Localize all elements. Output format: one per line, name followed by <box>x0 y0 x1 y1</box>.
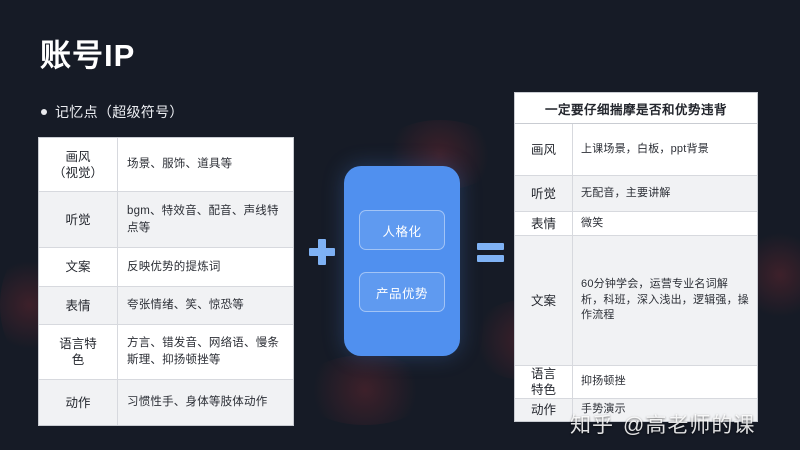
row-key: 语言 特色 <box>515 366 573 398</box>
row-value: 夸张情绪、笑、惊恐等 <box>127 299 244 312</box>
row-value: 上课场景，白板，ppt背景 <box>581 142 709 155</box>
watermark-site: 知乎 <box>570 414 614 437</box>
table-row: 语言 特色 抑扬顿挫 <box>515 366 757 399</box>
row-value: 习惯性手、身体等肢体动作 <box>127 396 268 409</box>
watermark-username: @高老师的课 <box>623 414 756 437</box>
bullet-point: 记忆点（超级符号） <box>41 102 184 122</box>
table-row: 表情 微笑 <box>515 212 757 236</box>
equals-icon <box>477 243 504 262</box>
concept-pill-product-advantage: 产品优势 <box>359 272 445 312</box>
row-value: bgm、特效音、配音、声线特点等 <box>127 204 279 234</box>
row-value: 微笑 <box>581 216 604 229</box>
table-row: 画风 上课场景，白板，ppt背景 <box>515 124 757 176</box>
row-key: 表情 <box>39 287 118 324</box>
table-row: 语言特 色 方言、错发音、网络语、慢条斯理、抑扬顿挫等 <box>39 325 293 380</box>
table-row: 听觉 无配音，主要讲解 <box>515 176 757 212</box>
table-row: 听觉 bgm、特效音、配音、声线特点等 <box>39 192 293 248</box>
table-row: 画风 （视觉） 场景、服饰、道具等 <box>39 138 293 192</box>
row-key: 动作 <box>39 380 118 425</box>
concept-pill-personification: 人格化 <box>359 210 445 250</box>
bullet-label: 记忆点（超级符号） <box>55 104 184 120</box>
row-value: 无配音，主要讲解 <box>581 186 671 199</box>
watermark: 知乎 @高老师的课 <box>570 409 755 439</box>
page-title: 账号IP <box>40 38 136 73</box>
row-value: 方言、错发音、网络语、慢条斯理、抑扬顿挫等 <box>127 337 280 366</box>
row-key: 表情 <box>515 212 573 235</box>
row-key: 画风 （视觉） <box>39 138 118 191</box>
bullet-dot-icon <box>41 109 47 115</box>
plus-icon <box>309 239 335 265</box>
row-value: 60分钟学会，运营专业名词解析，科班，深入浅出，逻辑强，操作流程 <box>581 277 749 322</box>
table-row: 表情 夸张情绪、笑、惊恐等 <box>39 287 293 325</box>
row-key: 听觉 <box>39 192 118 247</box>
row-key: 语言特 色 <box>39 325 118 379</box>
background-smudge <box>300 355 430 425</box>
row-key: 画风 <box>515 124 573 175</box>
row-key: 听觉 <box>515 176 573 211</box>
table-row: 文案 反映优势的提炼词 <box>39 248 293 287</box>
equals-bar-bottom <box>477 255 504 262</box>
plus-bar-vertical <box>318 239 326 265</box>
row-value: 反映优势的提炼词 <box>127 260 221 273</box>
row-key: 文案 <box>39 248 118 286</box>
table-row: 动作 习惯性手、身体等肢体动作 <box>39 380 293 425</box>
case-example-table: 一定要仔细揣摩是否和优势违背 画风 上课场景，白板，ppt背景 听觉 无配音，主… <box>514 92 758 422</box>
table-header: 一定要仔细揣摩是否和优势违背 <box>515 93 757 124</box>
center-concept-card: 人格化 产品优势 <box>344 166 460 356</box>
row-value: 抑扬顿挫 <box>581 375 626 388</box>
row-key: 动作 <box>515 399 573 421</box>
row-value: 手势演示 <box>581 403 626 416</box>
equals-bar-top <box>477 243 504 250</box>
table-row: 文案 60分钟学会，运营专业名词解析，科班，深入浅出，逻辑强，操作流程 <box>515 236 757 366</box>
row-key: 文案 <box>515 236 573 365</box>
ip-elements-table: 画风 （视觉） 场景、服饰、道具等 听觉 bgm、特效音、配音、声线特点等 文案… <box>38 137 294 426</box>
row-value: 场景、服饰、道具等 <box>127 158 233 171</box>
table-row: 动作 手势演示 <box>515 399 757 421</box>
